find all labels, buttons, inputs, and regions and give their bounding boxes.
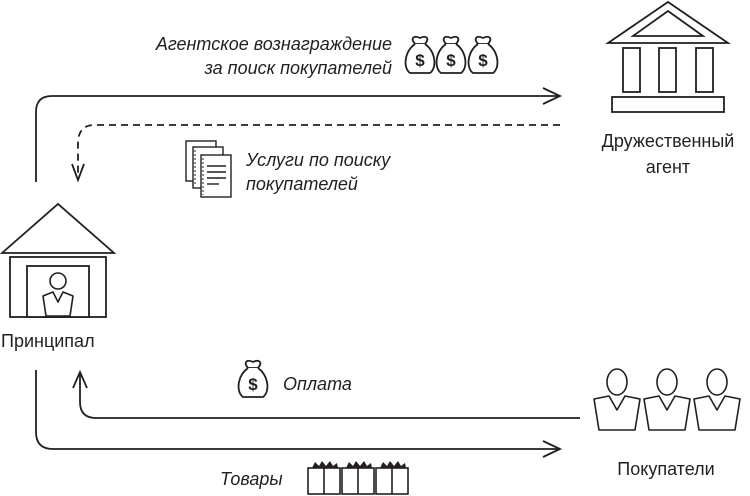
flow-payment-arrow bbox=[72, 369, 580, 419]
agent-fee-label-line1: Агентское вознаграждение bbox=[155, 34, 392, 54]
agent-fee-label: Агентское вознаграждение за поиск покупа… bbox=[100, 32, 392, 80]
bank-building-icon bbox=[605, 0, 731, 113]
money-bag-icon bbox=[237, 359, 269, 398]
search-services-label-line1: Услуги по поиску bbox=[246, 150, 391, 170]
principal-label: Принципал bbox=[1, 331, 95, 351]
friendly-agent-label-line2: агент bbox=[645, 157, 691, 177]
gift-box-icon bbox=[307, 460, 341, 495]
payment-label: Оплата bbox=[283, 374, 352, 394]
agent-fee-label-line2: за поиск покупателей bbox=[204, 58, 392, 78]
search-services-label-line2: покупателей bbox=[246, 174, 358, 194]
gift-box-icon bbox=[375, 460, 409, 495]
friendly-agent-label: Дружественный агент bbox=[586, 128, 750, 180]
money-bag-icon bbox=[404, 35, 436, 74]
gift-box-icon bbox=[341, 460, 375, 495]
house-with-person-icon bbox=[0, 202, 117, 318]
buyers-label: Покупатели bbox=[617, 459, 715, 479]
people-group-icon bbox=[593, 368, 741, 431]
goods-label: Товары bbox=[220, 469, 283, 489]
flow-goods-arrow bbox=[35, 370, 563, 458]
flow-agent-fee-arrow bbox=[35, 87, 563, 182]
money-bag-icon bbox=[435, 35, 467, 74]
search-services-label: Услуги по поиску покупателей bbox=[246, 148, 390, 196]
flow-search-services-arrow bbox=[71, 124, 560, 183]
documents-icon bbox=[185, 140, 232, 198]
money-bag-icon bbox=[467, 35, 499, 74]
friendly-agent-label-line1: Дружественный bbox=[601, 131, 735, 151]
